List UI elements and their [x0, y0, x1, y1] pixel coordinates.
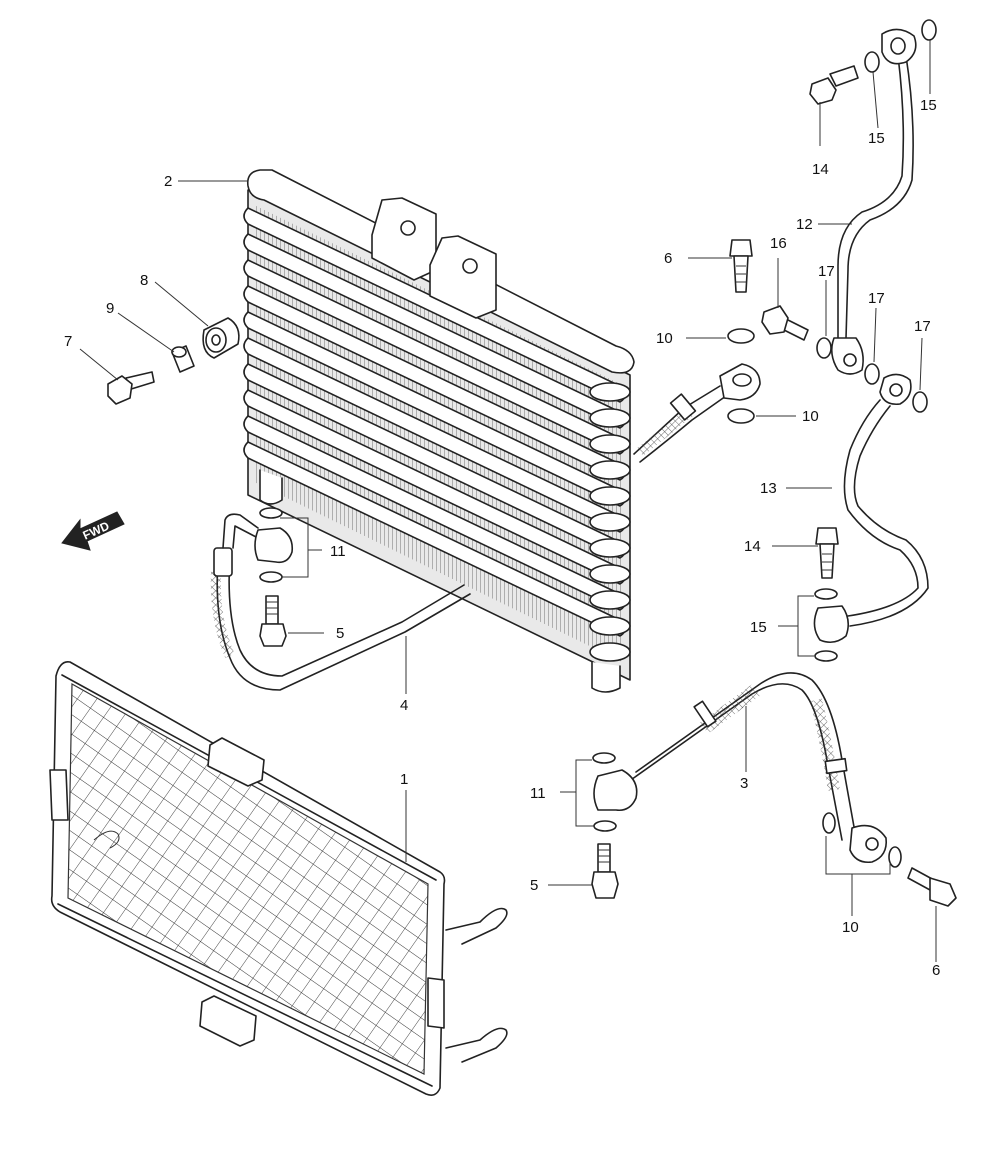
bolt-14-upper: [809, 65, 859, 105]
callout-5-upper: 5: [336, 625, 344, 642]
callout-6-upper: 6: [664, 250, 672, 267]
callout-9: 9: [106, 300, 114, 317]
cooler-end-caps: [589, 382, 631, 662]
bolt-6-upper: [729, 239, 753, 293]
callout-5-lower: 5: [530, 877, 538, 894]
callout-15-upper-left: 15: [868, 130, 885, 147]
callout-17-left: 17: [818, 263, 835, 280]
callout-15-lower: 15: [750, 619, 767, 636]
callout-11-upper: 11: [330, 543, 346, 560]
leader-lines: [79, 40, 937, 962]
fwd-arrow-icon: FWD: [61, 511, 125, 551]
callout-1: 1: [400, 771, 408, 788]
grommet-8: [202, 317, 240, 359]
hose-3: [592, 672, 902, 868]
bolt-5-lower: [591, 843, 619, 899]
hose-4: [210, 507, 471, 691]
callout-labels: 1 2 3 4 5 5 6 6 7 8 9 10 10 10 11 11 12 …: [64, 97, 940, 979]
callout-10-upper-right: 10: [802, 408, 819, 425]
collar-9: [171, 345, 195, 373]
pipe-13: [813, 373, 929, 662]
callout-14-upper: 14: [812, 161, 829, 178]
washers-15-top: [864, 19, 937, 73]
bolt-5-upper: [259, 595, 287, 647]
callout-8: 8: [140, 272, 148, 289]
hose-upper-fitting: [633, 328, 761, 463]
callout-17-right: 17: [914, 318, 931, 335]
callout-13: 13: [760, 480, 777, 497]
mounting-brackets: [371, 197, 497, 319]
bolt-7: [107, 371, 155, 405]
oil-cooler: [243, 169, 635, 693]
callout-2: 2: [164, 173, 172, 190]
callout-6-lower: 6: [932, 962, 940, 979]
bolt-14-lower: [815, 527, 839, 579]
callout-16: 16: [770, 235, 787, 252]
callout-17-middle: 17: [868, 290, 885, 307]
callout-15-upper-right: 15: [920, 97, 937, 114]
bolt-6-lower: [907, 867, 957, 907]
callout-4: 4: [400, 697, 408, 714]
bolt-16: [761, 305, 809, 341]
callout-10-upper-left: 10: [656, 330, 673, 347]
callout-10-lower: 10: [842, 919, 859, 936]
callout-14-lower: 14: [744, 538, 761, 555]
pipe-12: [830, 28, 917, 375]
washers-17: [816, 337, 928, 413]
cooler-tubes: [243, 207, 626, 637]
cooler-guard: [49, 660, 508, 1096]
fwd-text: FWD: [81, 519, 112, 543]
callout-7: 7: [64, 333, 72, 350]
callout-3: 3: [740, 775, 748, 792]
callout-12: 12: [796, 216, 813, 233]
callout-11-lower: 11: [530, 785, 546, 802]
